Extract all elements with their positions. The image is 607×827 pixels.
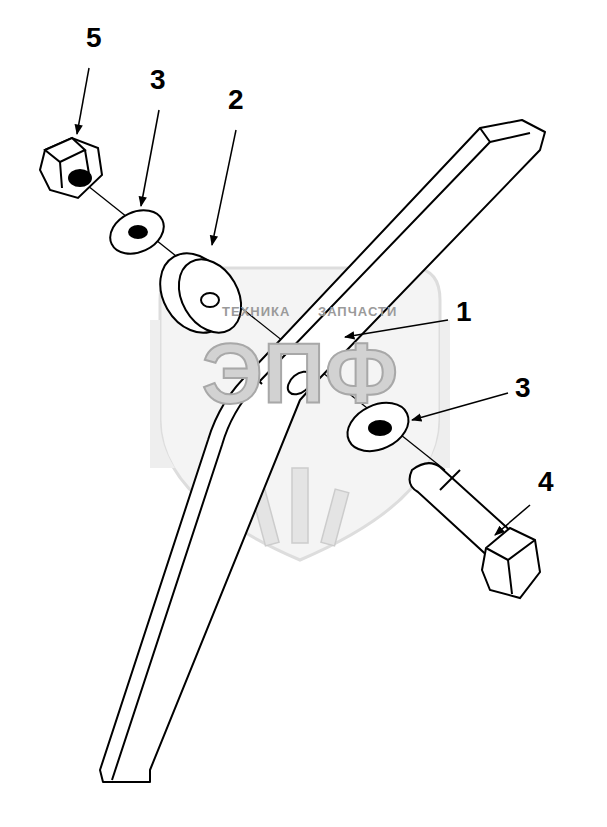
watermark-text: ТЕХНИКА (222, 305, 290, 318)
flat-washer (103, 202, 171, 262)
leader-line (77, 68, 530, 535)
strap-bar (100, 120, 545, 782)
callout-number: 5 (86, 24, 102, 52)
callout-number: 3 (515, 374, 531, 402)
callout-number: 1 (456, 298, 472, 326)
watermark-text: ЭПФ (202, 330, 398, 416)
callout-number: 2 (228, 86, 244, 114)
hex-bolt (410, 463, 540, 598)
callout-number: 3 (150, 66, 166, 94)
callout-number: 4 (538, 468, 554, 496)
watermark-text: ЗАПЧАСТИ (318, 305, 397, 318)
hex-nut (40, 138, 102, 198)
